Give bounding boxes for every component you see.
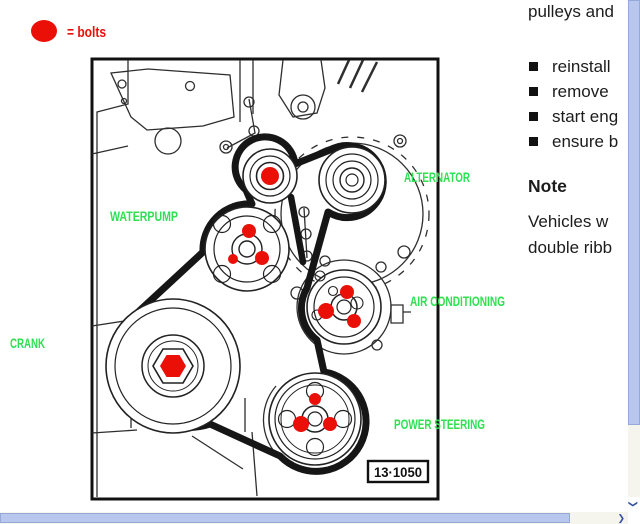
label-waterpump: WATERPUMP [110,208,178,224]
vertical-scrollbar-track[interactable] [628,0,640,497]
drive-belt [116,133,387,475]
list-item: reinstall [528,58,618,76]
bullet-list: reinstall remove start eng ensure b [528,58,618,158]
waterpump-pulley [204,206,290,292]
bolt-marker [242,224,256,238]
adjacent-page-text: pulleys and reinstall remove start eng e… [528,0,628,510]
bolt-marker [293,416,309,432]
belt-second-run [287,193,307,266]
horizontal-scrollbar-thumb[interactable] [0,513,570,523]
bolt-marker [323,417,337,431]
scroll-right-arrow-icon[interactable]: ❯ [617,513,625,523]
label-power-steering: POWER STEERING [394,416,485,432]
alternator-pulley [318,146,386,214]
bolt-legend-label: = bolts [67,24,106,41]
bolt-marker [347,314,361,328]
label-air-conditioning: AIR CONDITIONING [410,293,505,309]
bullet-text: remove [552,82,609,101]
intro-line: pulleys and [528,2,615,21]
label-alternator: ALTERNATOR [404,169,470,185]
note-heading: Note [528,176,567,196]
bullet-square-icon [529,62,538,71]
list-item: start eng [528,108,618,126]
tensioner-pulley [242,148,298,204]
note-paragraph: Vehicles w double ribb [528,209,612,260]
bolt-marker [228,254,238,264]
bolt-marker [160,355,186,377]
engine-outline [91,59,430,497]
bolt-marker [318,303,334,319]
figure-number: 13·1050 [374,465,422,480]
bullet-square-icon [529,87,538,96]
crank-pulley [105,298,241,434]
bullet-square-icon [529,112,538,121]
bolt-legend-icon [31,20,57,42]
bullet-text: start eng [552,107,619,126]
figure-number-box: 13·1050 [366,459,430,484]
bolt-marker [340,285,354,299]
note-line: double ribb [528,237,613,257]
bolt-marker [255,251,269,265]
note-line: Vehicles w [528,212,609,231]
bolt-marker [261,167,279,185]
scroll-down-arrow-icon[interactable]: ❯ [628,500,639,508]
bullet-text: ensure b [552,132,619,151]
bolt-legend: = bolts [31,20,106,42]
vertical-scrollbar-thumb[interactable] [628,0,640,425]
ac-compressor-pulley [306,269,382,345]
bullet-text: reinstall [552,57,611,76]
bullet-square-icon [529,137,538,146]
bolt-marker [309,393,321,405]
component-labels: WATERPUMP ALTERNATOR AIR CONDITIONING CR… [10,169,505,432]
power-steering-pulley [268,372,362,466]
list-item: ensure b [528,133,618,151]
label-crank: CRANK [10,335,45,351]
horizontal-scrollbar-track[interactable]: ❯ [0,512,628,524]
list-item: remove [528,83,618,101]
